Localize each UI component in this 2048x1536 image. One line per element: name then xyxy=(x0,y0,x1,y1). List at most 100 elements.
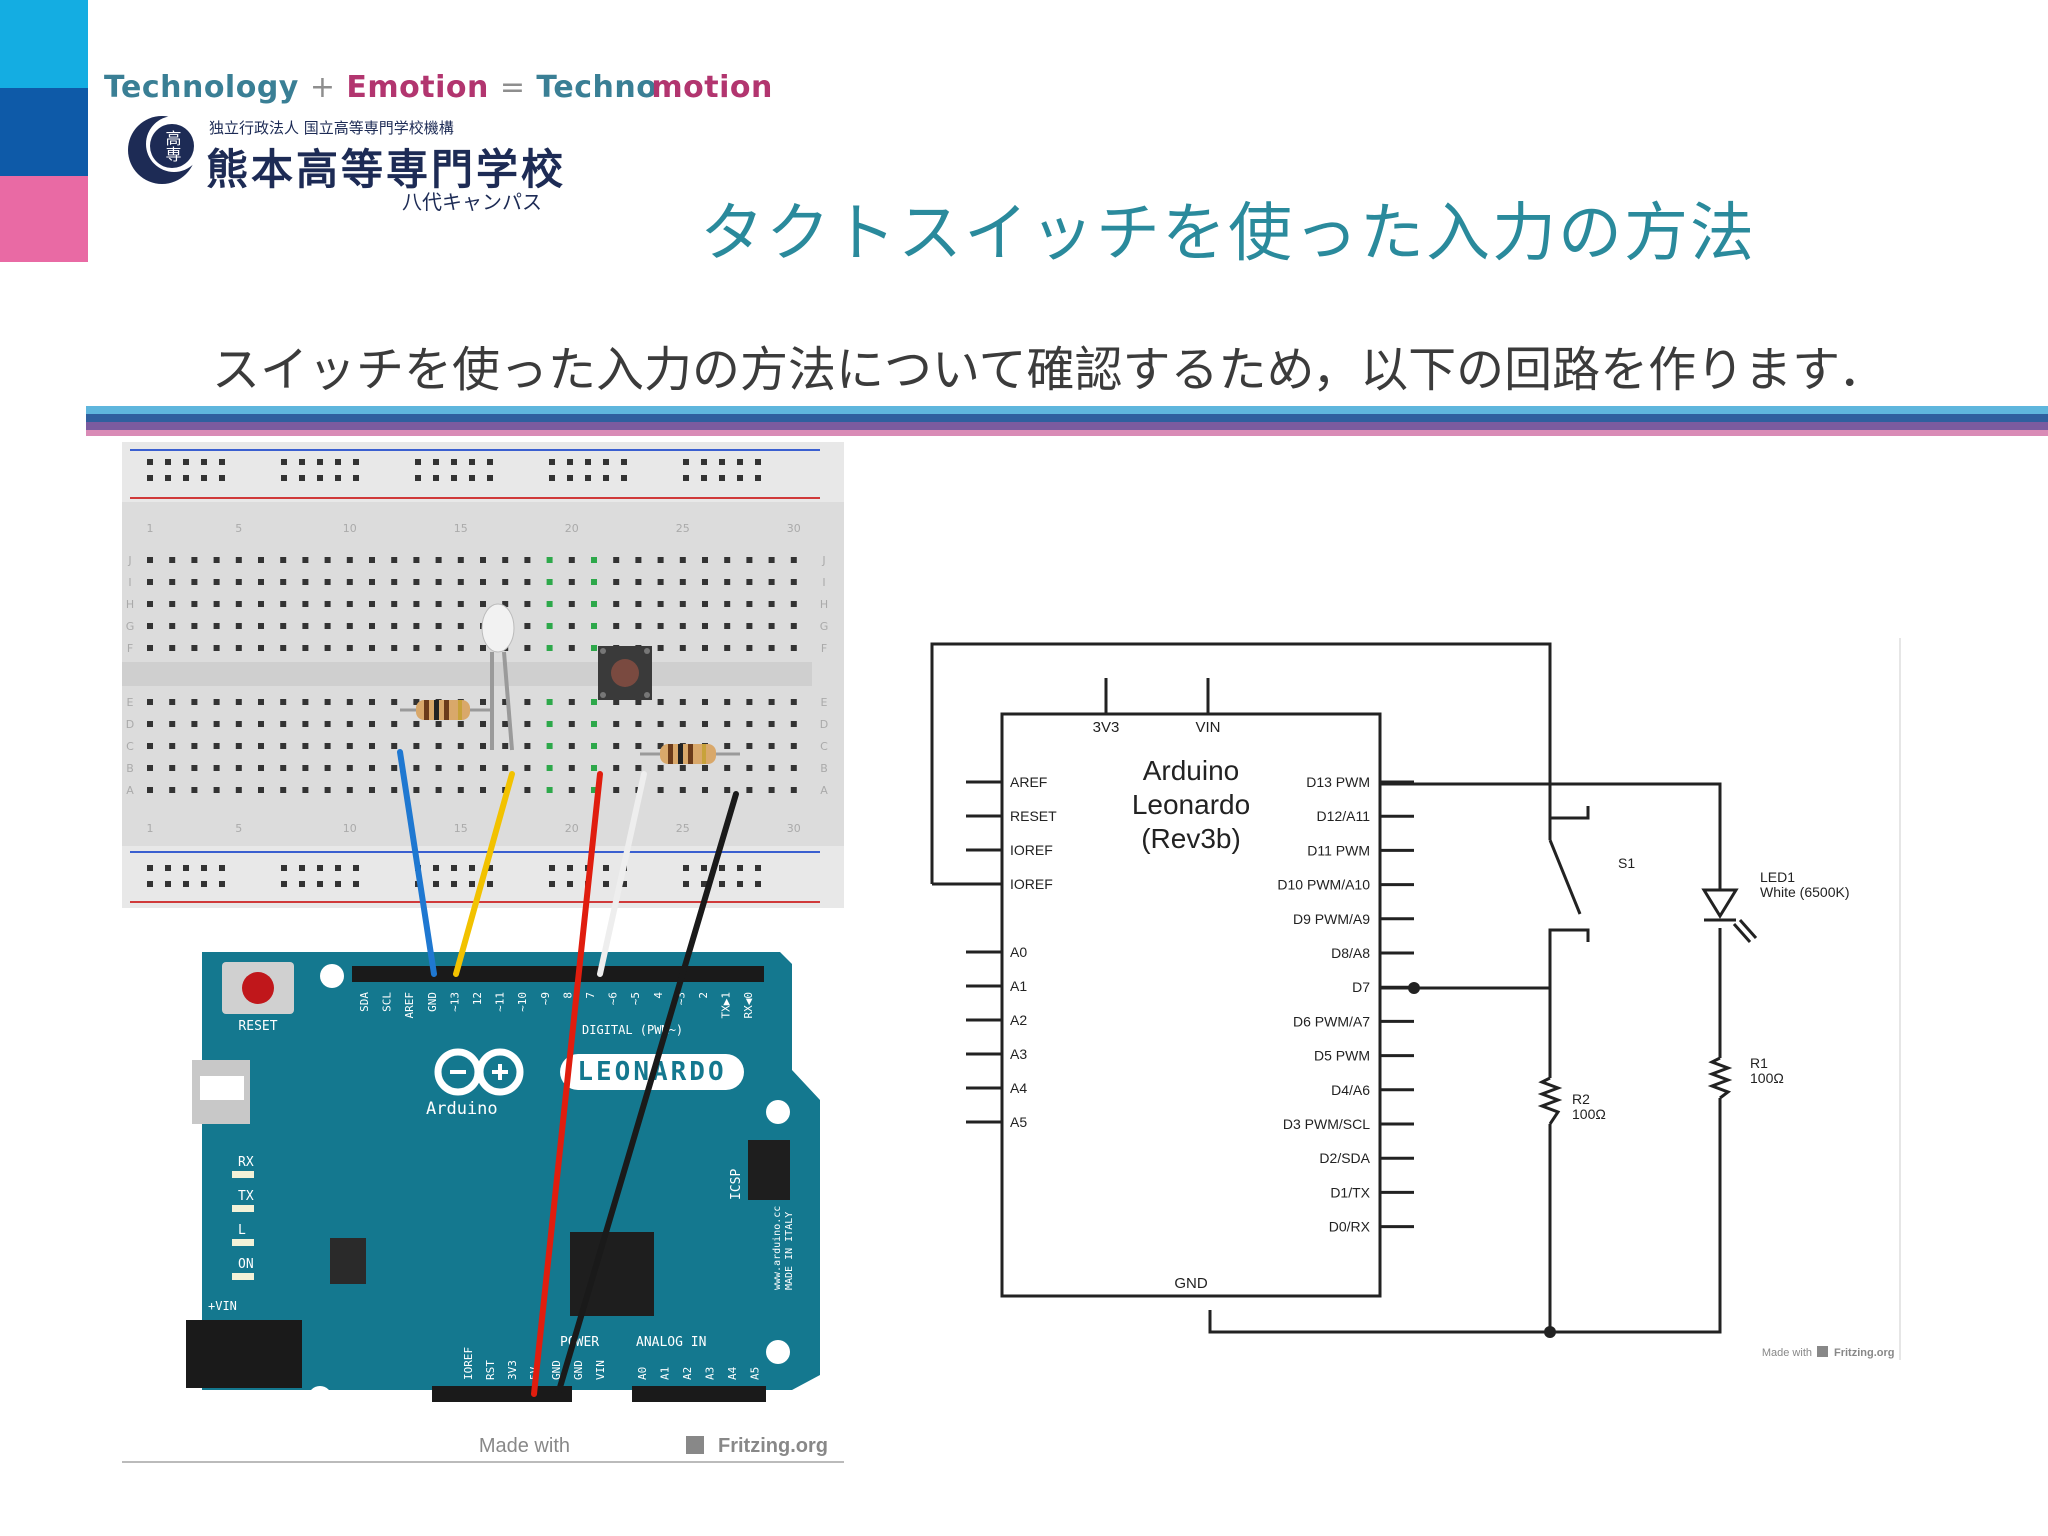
left-pin-label: IOREF xyxy=(1010,842,1053,858)
row-letter: B xyxy=(820,762,828,775)
tagline-motion: motion xyxy=(651,70,773,105)
row-letter: A xyxy=(820,784,828,797)
wire-red xyxy=(531,771,603,1397)
row-letter: H xyxy=(820,598,828,611)
status-led-label: RX xyxy=(238,1155,254,1170)
row-letter: J xyxy=(127,554,131,567)
digital-pin-label: SCL xyxy=(381,992,394,1012)
digital-pin-label: AREF xyxy=(403,992,416,1019)
schematic-fritzing-icon xyxy=(1817,1346,1828,1357)
board-title-line-2: Leonardo xyxy=(1132,789,1250,820)
row-letter: C xyxy=(820,740,828,753)
right-pin-label: D5 PWM xyxy=(1314,1048,1370,1064)
right-pin-label: D10 PWM/A10 xyxy=(1277,877,1370,893)
digital-pin-label: GND xyxy=(426,992,439,1012)
pin-3v3: 3V3 xyxy=(1093,719,1120,736)
tagline-techno: Techno xyxy=(536,70,658,105)
analog-pin-label: A3 xyxy=(704,1367,717,1380)
left-pin-label: A2 xyxy=(1010,1012,1027,1028)
power-header xyxy=(432,1386,572,1402)
left-pin-label: AREF xyxy=(1010,774,1047,790)
analog-label: ANALOG IN xyxy=(636,1335,706,1350)
digital-pin-label: RX◀0 xyxy=(742,992,755,1019)
row-letter: I xyxy=(822,576,825,589)
right-pin-label: D8/A8 xyxy=(1331,945,1370,961)
slide-title: タクトスイッチを使った入力の方法 xyxy=(700,197,1756,271)
analog-pin-label: A0 xyxy=(636,1367,649,1380)
divider-stripe-purple xyxy=(86,422,2048,430)
right-pin-label: D1/TX xyxy=(1330,1184,1370,1200)
wire-black xyxy=(555,791,739,1397)
corner-block-pink xyxy=(0,176,88,262)
left-pin-label: IOREF xyxy=(1010,876,1053,892)
wire-yellow xyxy=(453,771,515,977)
power-pin-labels: IOREFRST3V35VGNDGNDVIN xyxy=(462,1347,607,1380)
switch-label: S1 xyxy=(1618,855,1635,871)
digital-pin-label: ~9 xyxy=(539,992,552,1005)
board-title-line-3: (Rev3b) xyxy=(1141,823,1241,854)
left-pin-label: A0 xyxy=(1010,944,1027,960)
power-jack xyxy=(186,1320,302,1388)
arduino-leonardo-board: RESET +VIN ICSP Arduino LEONARDO DIGITAL… xyxy=(186,952,820,1410)
row-letter: D xyxy=(820,718,828,731)
divider-stripe-blue xyxy=(86,414,2048,422)
school-emblem: 高専 xyxy=(128,116,202,184)
status-led-label: TX xyxy=(238,1189,254,1204)
schematic-view: 3V3 VIN Arduino Leonardo (Rev3b) GND ARE… xyxy=(930,638,1901,1360)
vin-label: +VIN xyxy=(208,1299,237,1313)
row-letter: D xyxy=(126,718,134,731)
led-symbol xyxy=(1701,878,1758,943)
status-led-label: ON xyxy=(238,1257,254,1272)
org-name: 熊本高等専門学校 xyxy=(206,145,567,194)
fritzing-label: Fritzing.org xyxy=(718,1435,828,1457)
row-letter: B xyxy=(126,762,134,775)
column-number: 15 xyxy=(454,522,468,535)
digital-pin-label: 2 xyxy=(697,992,710,999)
row-letter: E xyxy=(821,696,828,709)
slide-subtitle: スイッチを使った入力の方法について確認するため，以下の回路を作ります． xyxy=(212,342,1887,398)
tagline-plus: + xyxy=(309,70,336,105)
tagline-technology: Technology xyxy=(104,70,299,105)
schematic-made-with: Made with xyxy=(1762,1347,1812,1359)
row-letter: I xyxy=(128,576,131,589)
divider-stripe-pink xyxy=(86,430,2048,436)
row-letter: F xyxy=(127,642,133,655)
column-number: 15 xyxy=(454,822,468,835)
column-number: 10 xyxy=(343,822,357,835)
junction-gnd xyxy=(1544,1326,1556,1338)
right-pin-label: D3 PWM/SCL xyxy=(1283,1116,1370,1132)
row-letter: J xyxy=(821,554,825,567)
status-led xyxy=(232,1171,254,1178)
r2-value: 100Ω xyxy=(1572,1106,1606,1122)
digital-pin-label: ~6 xyxy=(607,992,620,1005)
right-pin-label: D2/SDA xyxy=(1319,1150,1370,1166)
right-pin-label: D11 PWM xyxy=(1307,842,1370,858)
column-number: 20 xyxy=(565,822,579,835)
status-led xyxy=(232,1273,254,1280)
column-number: 1 xyxy=(147,522,154,535)
digital-pin-label: 4 xyxy=(652,992,665,999)
tagline: Technology + Emotion = Technomotion xyxy=(104,70,773,105)
resistor-r1-symbol xyxy=(1707,1056,1733,1100)
right-pin-label: D9 PWM/A9 xyxy=(1293,911,1370,927)
right-pin-label: D6 PWM/A7 xyxy=(1293,1013,1370,1029)
row-letter: C xyxy=(126,740,134,753)
column-number: 10 xyxy=(343,522,357,535)
row-letter: A xyxy=(126,784,134,797)
digital-header xyxy=(352,966,764,982)
junction-d7 xyxy=(1408,982,1420,994)
led-label: LED1 xyxy=(1760,869,1795,885)
power-pin-label: RST xyxy=(484,1360,497,1380)
divider-stripe-cyan xyxy=(86,406,2048,414)
digital-label: DIGITAL (PWM~) xyxy=(582,1023,683,1037)
analog-pin-label: A5 xyxy=(749,1367,762,1380)
icsp-header xyxy=(748,1140,790,1200)
left-pin-label: A1 xyxy=(1010,978,1027,994)
row-letter: H xyxy=(126,598,134,611)
emblem-text: 高専 xyxy=(163,130,182,162)
left-pin-label: A5 xyxy=(1010,1114,1027,1130)
digital-pin-label: 8 xyxy=(561,992,574,999)
